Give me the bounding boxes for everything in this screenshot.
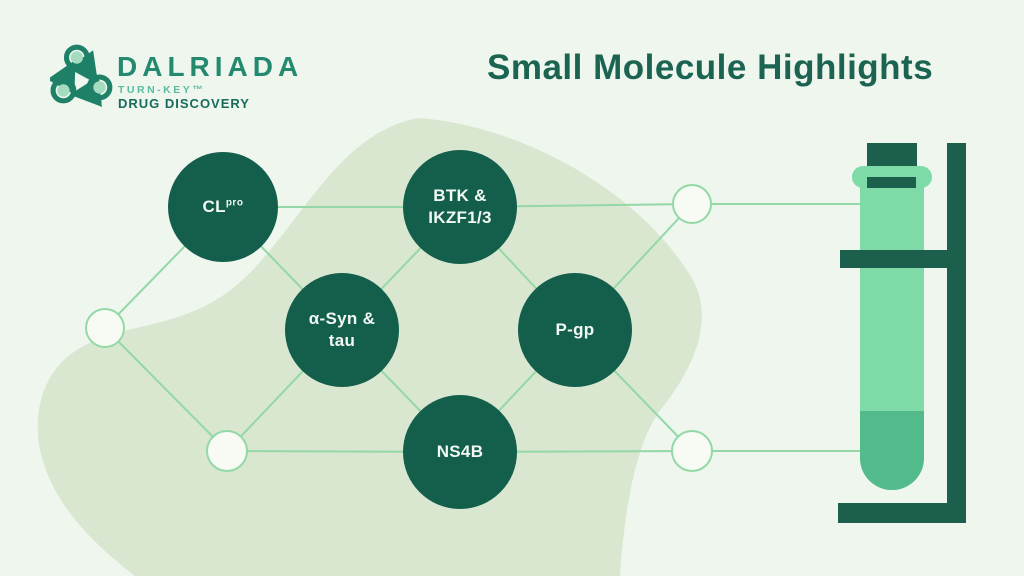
edge-left-bottomleft	[104, 327, 228, 452]
connector-node-topright	[672, 184, 712, 224]
brand-tagline: TURN-KEY™	[118, 84, 206, 96]
target-node-label: NS4B	[436, 441, 484, 461]
stand-base	[838, 503, 966, 523]
label-superscript: pro	[225, 197, 244, 209]
page-title: Small Molecule Highlights	[487, 48, 934, 87]
target-node-clpro: CLpro	[168, 152, 278, 262]
connector-node-left	[85, 308, 125, 348]
label-main: CL	[202, 196, 226, 216]
connector-node-bottomright	[671, 430, 713, 472]
brand-subtitle: DRUG DISCOVERY	[118, 96, 250, 111]
tube-collar-band	[867, 177, 916, 188]
target-node-label: P-gp	[555, 319, 595, 339]
brand-name: DALRIADA	[117, 51, 304, 82]
target-node-label: α-Syn & tau	[308, 308, 376, 350]
target-node-btk: BTK & IKZF1/3	[403, 150, 517, 264]
target-node-asyn: α-Syn & tau	[285, 273, 399, 387]
target-node-label: BTK & IKZF1/3	[428, 185, 492, 227]
connector-node-bottomleft	[206, 430, 248, 472]
brand-cycle-icon	[50, 44, 113, 107]
stand-post	[947, 143, 966, 523]
tube-liquid	[860, 411, 924, 490]
target-node-ns4b: NS4B	[403, 395, 517, 509]
target-node-label: CLpro	[180, 196, 266, 218]
stand-clamp-arm	[840, 250, 947, 268]
target-node-pgp: P-gp	[518, 273, 632, 387]
tube-cap	[867, 143, 917, 169]
